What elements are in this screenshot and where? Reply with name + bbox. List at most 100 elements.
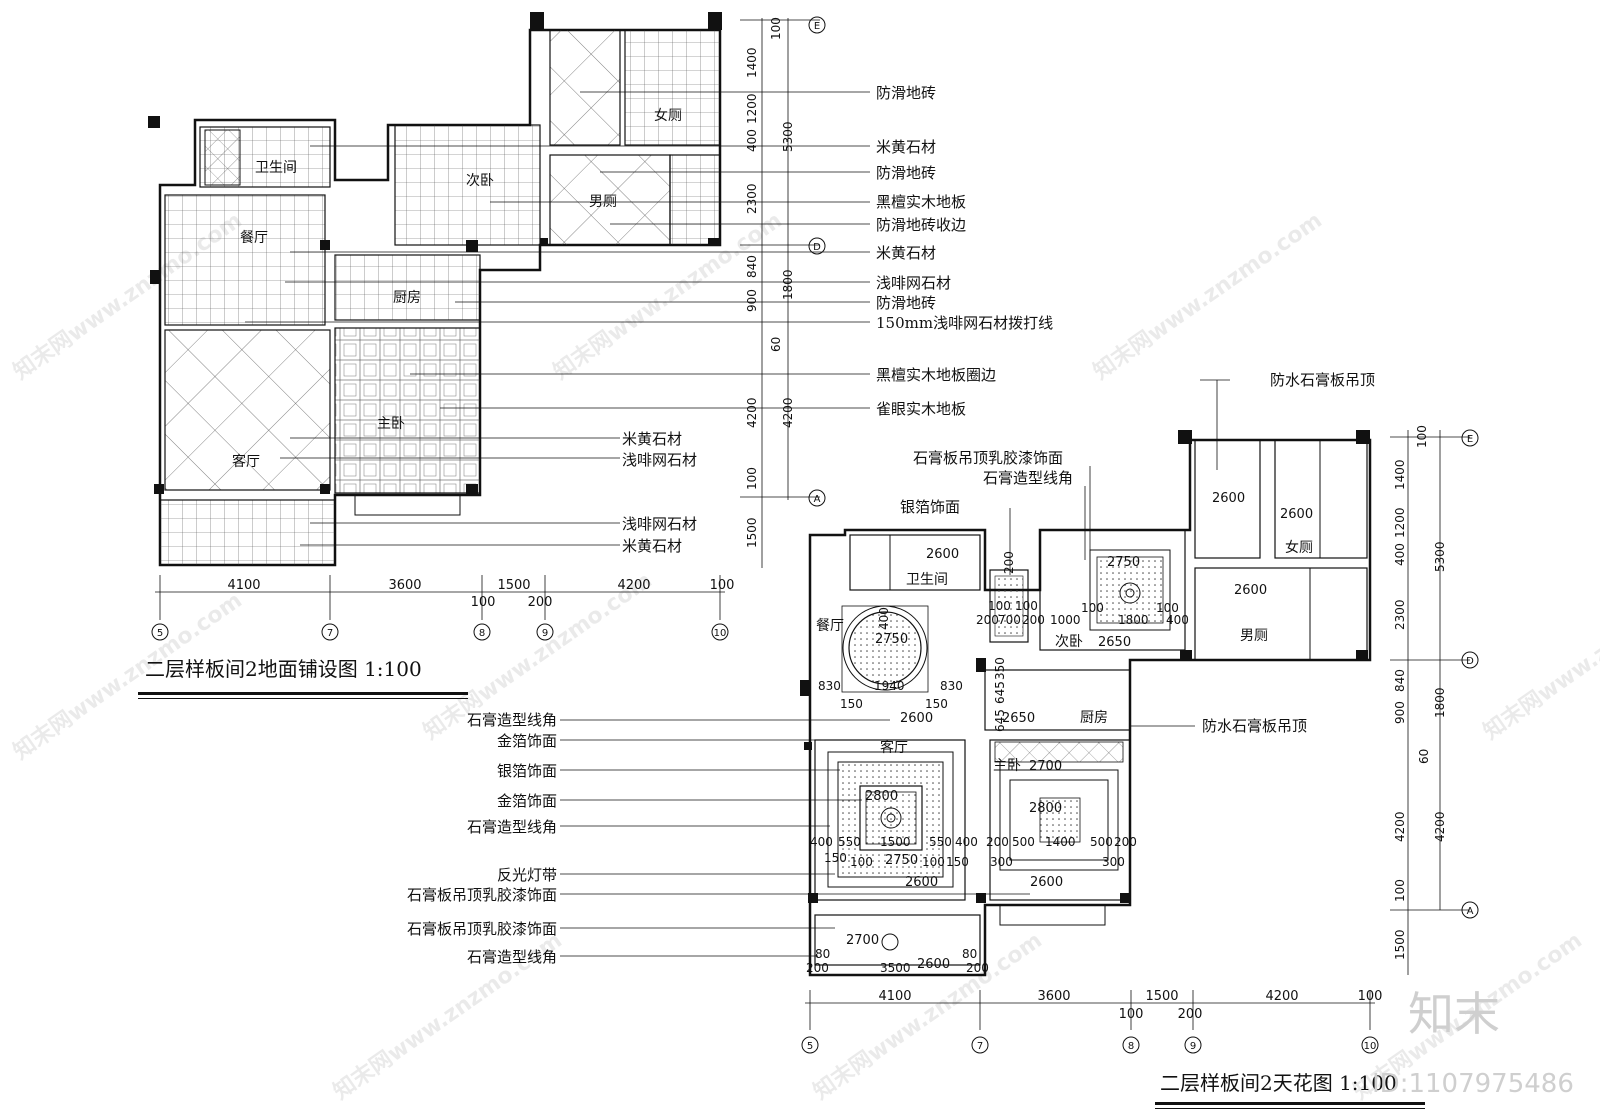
axis-label-D: D (1466, 656, 1474, 667)
axis-label-7: 7 (977, 1041, 983, 1052)
floor-dining (164, 194, 326, 326)
axis-label-E: E (814, 21, 820, 32)
ceiling-dim: 350 (993, 657, 1007, 680)
ceiling-dim-value: 3600 (1037, 989, 1070, 1004)
axis-label-9: 9 (1190, 1041, 1196, 1052)
room-label-womens-wc: 女厕 (654, 107, 682, 124)
floor-dim-value: 3600 (388, 578, 421, 593)
axis-label-5: 5 (157, 628, 163, 639)
ceiling-dim: 80 (962, 947, 977, 961)
ceiling-dim: 200 (806, 961, 829, 975)
room-label-bathroom: 卫生间 (255, 160, 297, 176)
ceiling-room-living: 客厅 (880, 739, 908, 756)
ceiling-callout: 石膏板吊顶乳胶漆饰面 (407, 886, 557, 904)
ceiling-dim-value: 100 (1415, 425, 1429, 448)
floor-living (164, 329, 331, 491)
floor-master-bedroom (334, 327, 481, 494)
ceiling-dim: 150 (840, 697, 863, 711)
ceiling-dim: 150 (824, 851, 847, 865)
floor-dim-value: 400 (745, 129, 759, 152)
ceiling-dim: 200 (1114, 835, 1137, 849)
ceiling-room-mens-wc: 男厕 (1240, 628, 1268, 644)
ceiling-dim-value: 1400 (1393, 459, 1407, 490)
floor-balcony (159, 499, 336, 566)
ceiling-plan-title: 二层样板间2天花图 1:100 (1160, 1071, 1397, 1095)
ceiling-dim-value: 1500 (1393, 929, 1407, 960)
axis-label-7: 7 (327, 628, 333, 639)
image-id-watermark: ID:1107975486 (1372, 1069, 1574, 1099)
ceiling-room-master-bedroom: 主卧 (993, 758, 1021, 774)
floor-plan (148, 12, 722, 567)
floor-dim-value: 100 (769, 17, 783, 40)
room-label-dining: 餐厅 (240, 230, 268, 246)
ceiling-room-dining: 餐厅 (816, 618, 844, 634)
ceiling-dim: 200 (966, 961, 989, 975)
ceiling-dim: 500 (1012, 835, 1035, 849)
floor-second-bedroom (394, 124, 541, 246)
ceiling-dim-value: 1200 (1393, 507, 1407, 538)
ceiling-dim: 300 (1102, 855, 1125, 869)
ceiling-dim: 550 (838, 835, 861, 849)
floor-dim-value: 4200 (617, 578, 650, 593)
floor-plan-title: 二层样板间2地面铺设图 1:100 (145, 657, 422, 681)
ceiling-dim-value: 100 (1119, 1007, 1144, 1022)
floor-callout: 米黄石材 (876, 244, 936, 262)
ceiling-callout: 石膏板吊顶乳胶漆饰面 (407, 920, 557, 938)
ceiling-dim: 150 (925, 697, 948, 711)
floor-dim-value: 2300 (745, 183, 759, 214)
floor-dim-bottom (155, 575, 725, 620)
ceiling-callout: 石膏造型线角 (983, 469, 1073, 487)
ceiling-callout: 防水石膏板吊顶 (1270, 371, 1375, 389)
ceiling-dim-value: 4200 (1265, 989, 1298, 1004)
ceiling-dim-value: 5300 (1433, 541, 1447, 572)
room-label-master-bedroom: 主卧 (377, 416, 405, 432)
ceiling-dim: 100 (922, 855, 945, 869)
ceiling-dim-value: 100 (1393, 879, 1407, 902)
ceiling-dim: 550 (929, 835, 952, 849)
ceiling-height: 2750 (1107, 555, 1140, 570)
watermark-text: 知末网www.znzmo.com (1089, 207, 1327, 385)
brand-logo: 知末 (1408, 987, 1500, 1041)
floor-dim-value: 100 (471, 595, 496, 610)
floor-dim-value: 5300 (781, 121, 795, 152)
floor-dim-value: 900 (745, 289, 759, 312)
ceiling-room-second-bedroom: 次卧 (1055, 634, 1083, 650)
ceiling-dim: 700 (998, 613, 1021, 627)
ceiling-height: 2600 (926, 547, 959, 562)
ceiling-dim: 100 (1015, 599, 1038, 613)
floor-callout: 米黄石材 (622, 430, 682, 448)
axis-label-10: 10 (714, 628, 727, 639)
floor-callout: 雀眼实木地板 (876, 400, 966, 418)
floor-dim-value: 4100 (227, 578, 260, 593)
floor-dim-value: 1500 (497, 578, 530, 593)
ceiling-callout: 防水石膏板吊顶 (1202, 717, 1307, 735)
floor-axis-right (808, 16, 826, 507)
axis-label-D: D (813, 242, 821, 253)
floor-dim-value: 4200 (781, 397, 795, 428)
title-underline (138, 698, 468, 699)
ceiling-callouts (560, 379, 1230, 957)
title-underline (1155, 1102, 1425, 1105)
ceiling-height: 2700 (1029, 759, 1062, 774)
ceiling-dim: 645 (993, 681, 1007, 704)
floor-callout: 黑檀实木地板 (876, 193, 966, 211)
floor-callout: 防滑地砖 (876, 294, 936, 312)
axis-label-A: A (1467, 906, 1474, 917)
watermark-text: 知末网www.znzmo.com (809, 927, 1047, 1105)
floor-dim-value: 1500 (745, 517, 759, 548)
ceiling-callout: 银箔饰面 (900, 498, 960, 516)
ceiling-dim: 1400 (1045, 835, 1076, 849)
axis-label-10: 10 (1364, 1041, 1377, 1052)
ceiling-dim-value: 200 (1178, 1007, 1203, 1022)
ceiling-dim: 1000 (1050, 613, 1081, 627)
ceiling-dim: 645 (993, 709, 1007, 732)
ceiling-dim-value: 840 (1393, 669, 1407, 692)
ceiling-height: 2600 (900, 711, 933, 726)
ceiling-dim-value: 1500 (1145, 989, 1178, 1004)
floor-callout: 防滑地砖 (876, 164, 936, 182)
ceiling-dim: 200 (976, 613, 999, 627)
floor-dim-value: 100 (745, 467, 759, 490)
ceiling-dim-value: 4200 (1433, 811, 1447, 842)
ceiling-axis-bottom (801, 1036, 1379, 1054)
ceiling-second-bedroom (1039, 529, 1186, 651)
